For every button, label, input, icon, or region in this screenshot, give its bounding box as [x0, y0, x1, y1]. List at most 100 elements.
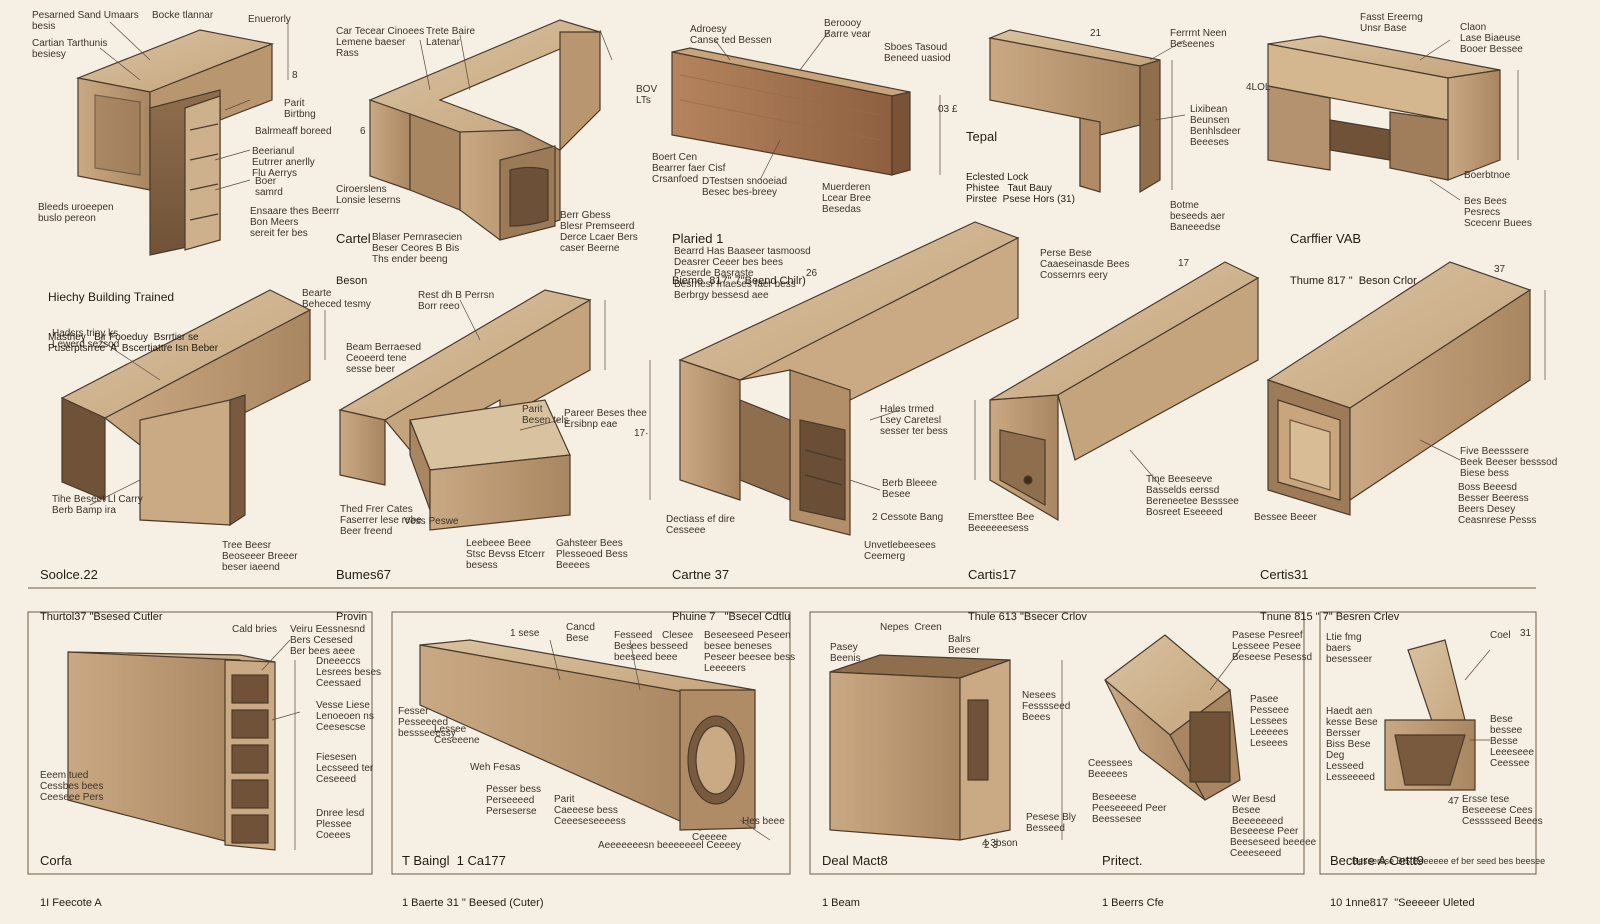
callout-label: Beseeseed Peseen besee beneses Peseer be…	[704, 630, 796, 674]
callout-label: Boerbtnoe	[1464, 170, 1511, 181]
callout-label: Dnree lesd Plessee Coeees	[316, 808, 365, 841]
callout-label: Ferrrnt Neen Beseenes	[1170, 28, 1227, 50]
callout-label: Boer samrd	[255, 176, 283, 198]
callout-label: Nesees Fesssseed Beees	[1022, 690, 1071, 723]
callout-label: Fesseed Besees besseed beeseed beee	[614, 630, 688, 663]
beam-drawing-dealmact	[829, 654, 1011, 841]
callout-label: Bearte Beheced tesmy	[302, 288, 371, 310]
caption-plaried: Plaried 1 Bieme 817" 7"Beend Chilr)	[672, 204, 806, 302]
caption-dealmact: Deal Mact8 1 Beam	[822, 826, 888, 924]
callout-label: Adroesy Canse ted Bessen	[690, 24, 772, 46]
callout-label: Dneeeccs Lesrees beses Ceessaed	[316, 656, 382, 689]
callout-label: Bese bessee Besse Leeeseee Ceessee	[1490, 714, 1534, 769]
callout-label: Car Tecear Cinoees Lemene baeser Rass	[336, 26, 425, 59]
panel-frame-3	[809, 611, 1305, 875]
callout-label: Ersse tese Beseeese Cees Cesssseed Beees	[1462, 794, 1543, 827]
callout-label: Hadsrs triny ks Lewerd sezsod	[52, 328, 120, 350]
callout-label: Tihe Beseet Ll Carry Berb Bamp ira	[52, 494, 143, 516]
caption-title: Deal Mact8	[822, 853, 888, 868]
beam-drawing-carfier	[1267, 35, 1501, 181]
dimension-value: 4LOL	[1246, 82, 1271, 93]
callout-label: Vesse Liese Lenoeoen ns Ceesescse	[316, 700, 374, 733]
callout-label: 1 sese	[510, 628, 540, 639]
callout-label: Ceeeee	[692, 832, 728, 843]
caption-subtitle: Eclested Lock Phistee Taut Bauy Pirstee …	[966, 172, 1075, 205]
dimension-value: 37	[1494, 264, 1506, 275]
beam-drawing-soolce	[60, 289, 312, 527]
caption-cartne: Cartne 37 Phuine 7 "Bsecel Cdtlu	[672, 540, 790, 638]
dimension-value: 26	[806, 268, 818, 279]
panel-frame-4	[1319, 611, 1537, 875]
dimension-value: 17	[1178, 258, 1190, 269]
callout-label: Veiru Eessnesnd Bers Cesesed Ber bees ae…	[290, 624, 366, 657]
callout-label: Ciroerslens Lonsie leserns	[336, 184, 401, 206]
callout-label: Parit Caeeese bess Ceeeseseeeess	[554, 794, 626, 827]
dimension-value: 31	[1520, 628, 1532, 639]
callout-label: Beroooy Barre vear	[824, 18, 871, 40]
caption-subtitle: 1 Beam	[822, 897, 860, 909]
callout-label: Pasey Beenis	[830, 642, 861, 664]
callout-label: Tree Beesr Beoseeer Breeer beser iaeend	[222, 540, 298, 573]
dimension-value: 2 3	[984, 840, 998, 851]
leader-lines	[89, 21, 1491, 841]
callout-label: Five Beesssere Beek Beeser besssod Biese…	[1460, 446, 1558, 479]
caption-cartel: Cartel Beson	[336, 204, 371, 302]
caption-title: Hiechy Building Trained	[48, 290, 175, 304]
caption-subtitle: Provin	[336, 611, 368, 623]
callout-label: Beseeese Peeseeeed Peer Beessesee	[1092, 792, 1167, 825]
beam-drawing-pritect	[1104, 634, 1241, 801]
callout-label: Emersttee Bee Beeeeeesess	[968, 512, 1035, 534]
callout-label: Boss Beeesd Besser Beeress Beers Desey C…	[1458, 482, 1537, 526]
beam-drawing-corfa	[67, 651, 276, 851]
callout-label: Botme beseeds aer Baneeedse	[1170, 200, 1226, 233]
caption-becture: Becture A Cettt9 10 1nne817 "Seeeeer Ule…	[1330, 826, 1475, 924]
callout-label: Blaser Pernrasecien Beser Ceores B Bis T…	[372, 232, 463, 265]
caption-title: Carffier VAB	[1290, 231, 1362, 246]
caption-cartis17: Cartis17 Thule 613 "Bsecer Crlov	[968, 540, 1087, 638]
callout-label: 2 Cessote Bang	[872, 512, 944, 523]
callout-label: Fiesesen Lecsseed ter Ceseeed	[316, 752, 374, 785]
callout-label: Nepes Creen	[880, 622, 942, 633]
beam-drawing-cartis17	[989, 261, 1260, 522]
caption-title: Plaried 1	[672, 231, 724, 246]
caption-title: Soolce.22	[40, 567, 98, 582]
callout-label: Hales trmed Lsey Caretesl sesser ter bes…	[880, 404, 948, 437]
callout-label: Aeeeeeeesn beeeeeeel Ceeeey	[598, 840, 741, 851]
panel-frame-1	[27, 611, 373, 875]
caption-certis31: Certis31 Tnune 815 " 7" Besren Crlev	[1260, 540, 1399, 638]
caption-subtitle: Tnune 815 " 7" Besren Crlev	[1260, 611, 1400, 623]
callout-label: Beseeese Peer Beeseseed beeeee Ceeeseeed	[1230, 826, 1317, 859]
callout-label: Bessersse BI5 Beeeeee ef ber seed bes be…	[1352, 856, 1546, 866]
callout-label: Ceessees Beeeees	[1088, 758, 1133, 780]
dimension-value: 03 £	[938, 104, 958, 115]
callout-label: Pasese Pesreef Lesseee Pesee Beseese Pes…	[1232, 630, 1313, 663]
caption-carfier: Carffier VAB Thume 817 " Beson Crlor	[1290, 204, 1417, 302]
callout-label: Bessee Beeer	[1254, 512, 1317, 523]
dimension-value: 21	[1090, 28, 1102, 39]
callout-label: Cald bries	[232, 624, 278, 635]
callout-label: Cartian Tarthunis besiesy	[32, 38, 108, 60]
caption-subtitle: Phuine 7 "Bsecel Cdtlu	[672, 611, 791, 623]
panel-frame-2	[391, 611, 791, 875]
callout-label: Haedt aen kesse Bese Bersser Biss Bese D…	[1326, 706, 1378, 783]
callout-label: Coel	[1490, 630, 1511, 641]
caption-soolce: Soolce.22 Thurtol37 "Bsesed Cutler	[40, 540, 163, 638]
callout-label: Bleeds uroeepen buslo pereon	[38, 202, 114, 224]
caption-pritect: Pritect. 1 Beerrs Cfe	[1102, 826, 1164, 924]
caption-subtitle: 1I Feecote A	[40, 897, 102, 909]
callout-label: Claon Lase Biaeuse Booer Bessee	[1460, 22, 1523, 55]
callout-label: Enuerorly	[248, 14, 291, 25]
callout-label: Rest dh B Perrsn Borr reeo	[418, 290, 495, 312]
callout-label: Perse Bese Caaeseinasde Bees Cossernrs e…	[1040, 248, 1130, 281]
callout-label: Ensaare thes Beerrr Bon Meers sereit fer…	[250, 206, 340, 239]
callout-label: Berb Bleeee Besee	[882, 478, 938, 500]
callout-label: Thed Frer Cates Faserrer lese rebe Beer …	[340, 504, 422, 537]
caption-title: T Baingl 1 Ca177	[402, 853, 506, 868]
callout-label: Pesese Bly Besseed	[1026, 812, 1077, 834]
callout-label: 4 3bson	[982, 838, 1018, 849]
caption-title: Cartis17	[968, 567, 1017, 582]
technical-drawing-sheet	[27, 19, 1546, 875]
caption-subtitle: Thume 817 " Beson Crlor	[1290, 275, 1417, 287]
dimension-value: 47	[1448, 796, 1460, 807]
callout-label: Beerianul Eutrrer anerlly Flu Aerrys	[252, 146, 315, 179]
